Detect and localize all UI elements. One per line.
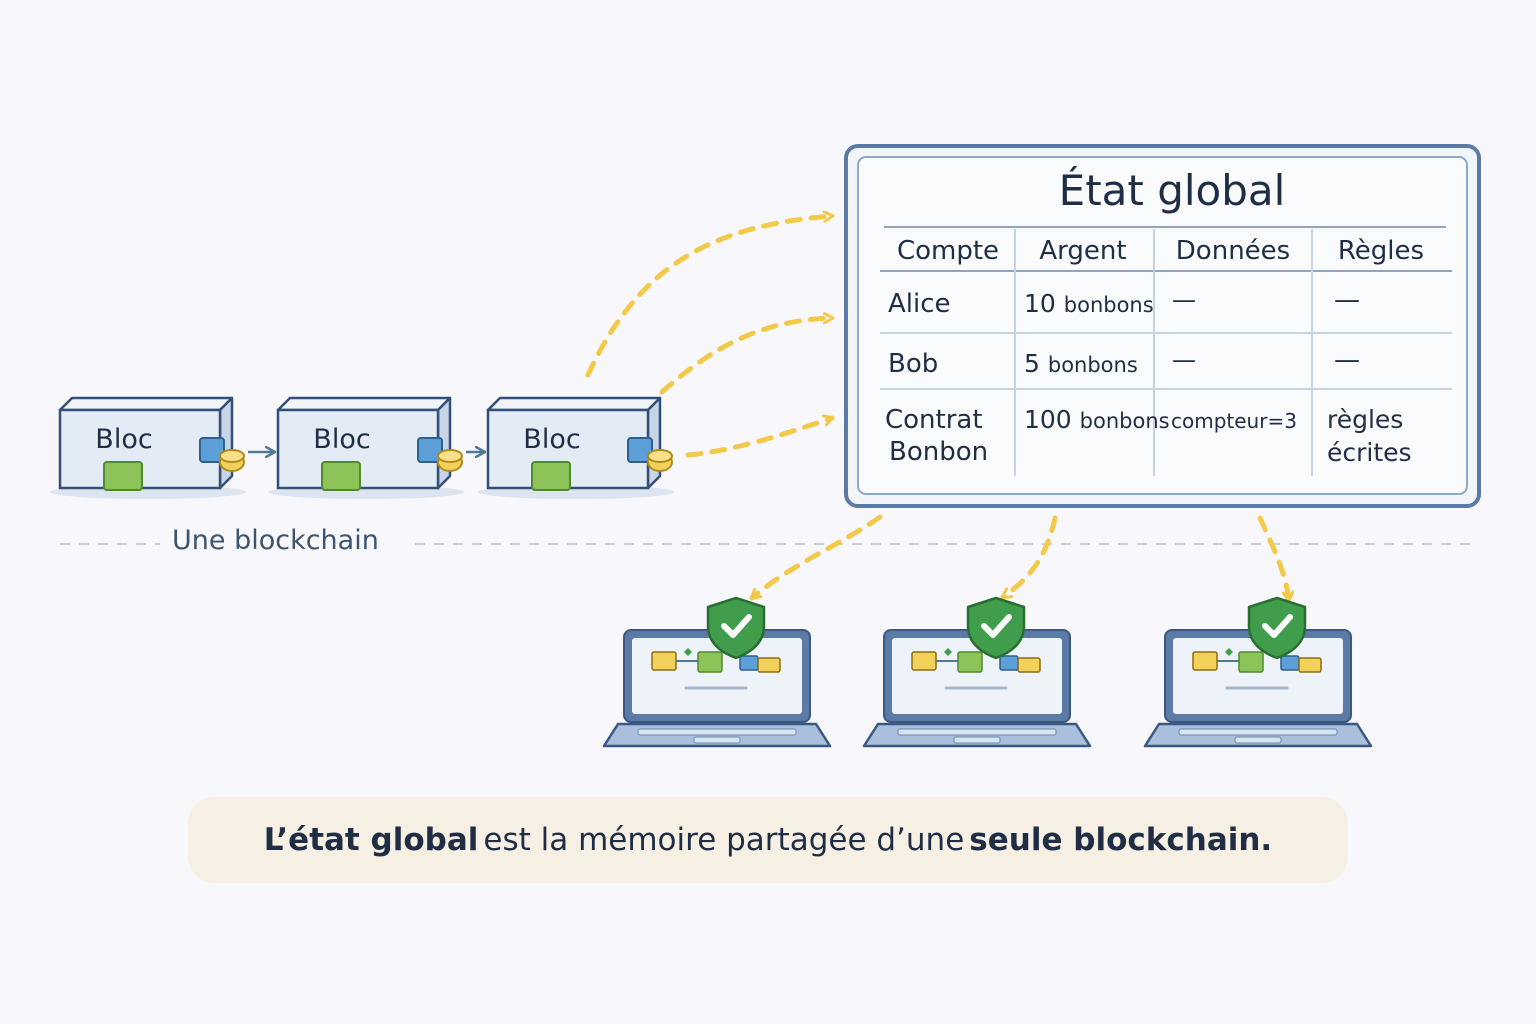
arrow-to-node-3 xyxy=(1257,515,1289,603)
summary-bold-2: seule blockchain. xyxy=(969,822,1273,858)
summary-caption: L’état global est la mémoire partagée d’… xyxy=(188,797,1348,883)
cell-money: 10 bonbons xyxy=(1024,289,1154,318)
arrow-to-state-1 xyxy=(585,216,835,378)
check-shield-icon xyxy=(966,596,1026,660)
chain-caption: Une blockchain xyxy=(172,525,379,556)
nodes xyxy=(602,596,1373,748)
cell-data: compteur=3 xyxy=(1171,409,1297,433)
green-cube-icon xyxy=(321,461,361,491)
laptop-icon xyxy=(862,629,1092,748)
cell-rules: — xyxy=(1334,345,1360,375)
node-arrows xyxy=(749,514,1289,603)
blockchain: Bloc Bloc Bloc xyxy=(50,396,674,499)
arrow-to-node-2 xyxy=(1000,515,1058,600)
column-header: Compte xyxy=(897,236,999,266)
node-laptop-3 xyxy=(1143,596,1373,748)
cell-rules: écrites xyxy=(1327,438,1412,467)
state-title: État global xyxy=(1059,165,1286,215)
cell-data: — xyxy=(1172,286,1196,314)
cell-account: Bonbon xyxy=(889,437,988,467)
node-laptop-1 xyxy=(602,596,832,748)
state-arrows xyxy=(585,216,835,458)
cell-account: Alice xyxy=(888,289,951,319)
block-label: Bloc xyxy=(95,424,152,455)
node-laptop-2 xyxy=(862,596,1092,748)
block-label: Bloc xyxy=(523,424,580,455)
blue-cube-icon xyxy=(417,437,443,463)
column-header: Argent xyxy=(1039,236,1126,266)
check-shield-icon xyxy=(706,596,766,660)
check-shield-icon xyxy=(1247,596,1307,660)
laptop-icon xyxy=(1143,629,1373,748)
blue-cube-icon xyxy=(199,437,225,463)
cell-account: Contrat xyxy=(885,405,983,435)
arrow-to-state-2 xyxy=(659,318,835,395)
cell-rules: règles xyxy=(1327,405,1403,434)
block-1: Bloc xyxy=(50,396,274,499)
arrow-to-state-3 xyxy=(685,418,835,458)
arrow-to-node-1 xyxy=(749,514,883,601)
green-cube-icon xyxy=(103,461,143,491)
summary-text: est la mémoire partagée d’une xyxy=(483,822,965,858)
column-header: Données xyxy=(1176,236,1290,266)
laptop-icon xyxy=(602,629,832,748)
block-label: Bloc xyxy=(313,424,370,455)
block-2: Bloc xyxy=(268,396,484,499)
cell-data: — xyxy=(1172,346,1196,374)
block-3: Bloc xyxy=(478,396,674,499)
cell-money: 100 bonbons xyxy=(1024,405,1170,434)
summary-bold-1: L’état global xyxy=(263,822,479,858)
global-state-panel: État global Compte Argent Données RèglesAli… xyxy=(844,144,1481,508)
cell-rules: — xyxy=(1334,285,1360,315)
cell-money: 5 bonbons xyxy=(1024,349,1138,378)
cell-account: Bob xyxy=(888,349,938,379)
green-cube-icon xyxy=(531,461,571,491)
blue-cube-icon xyxy=(627,437,653,463)
column-header: Règles xyxy=(1338,236,1424,266)
